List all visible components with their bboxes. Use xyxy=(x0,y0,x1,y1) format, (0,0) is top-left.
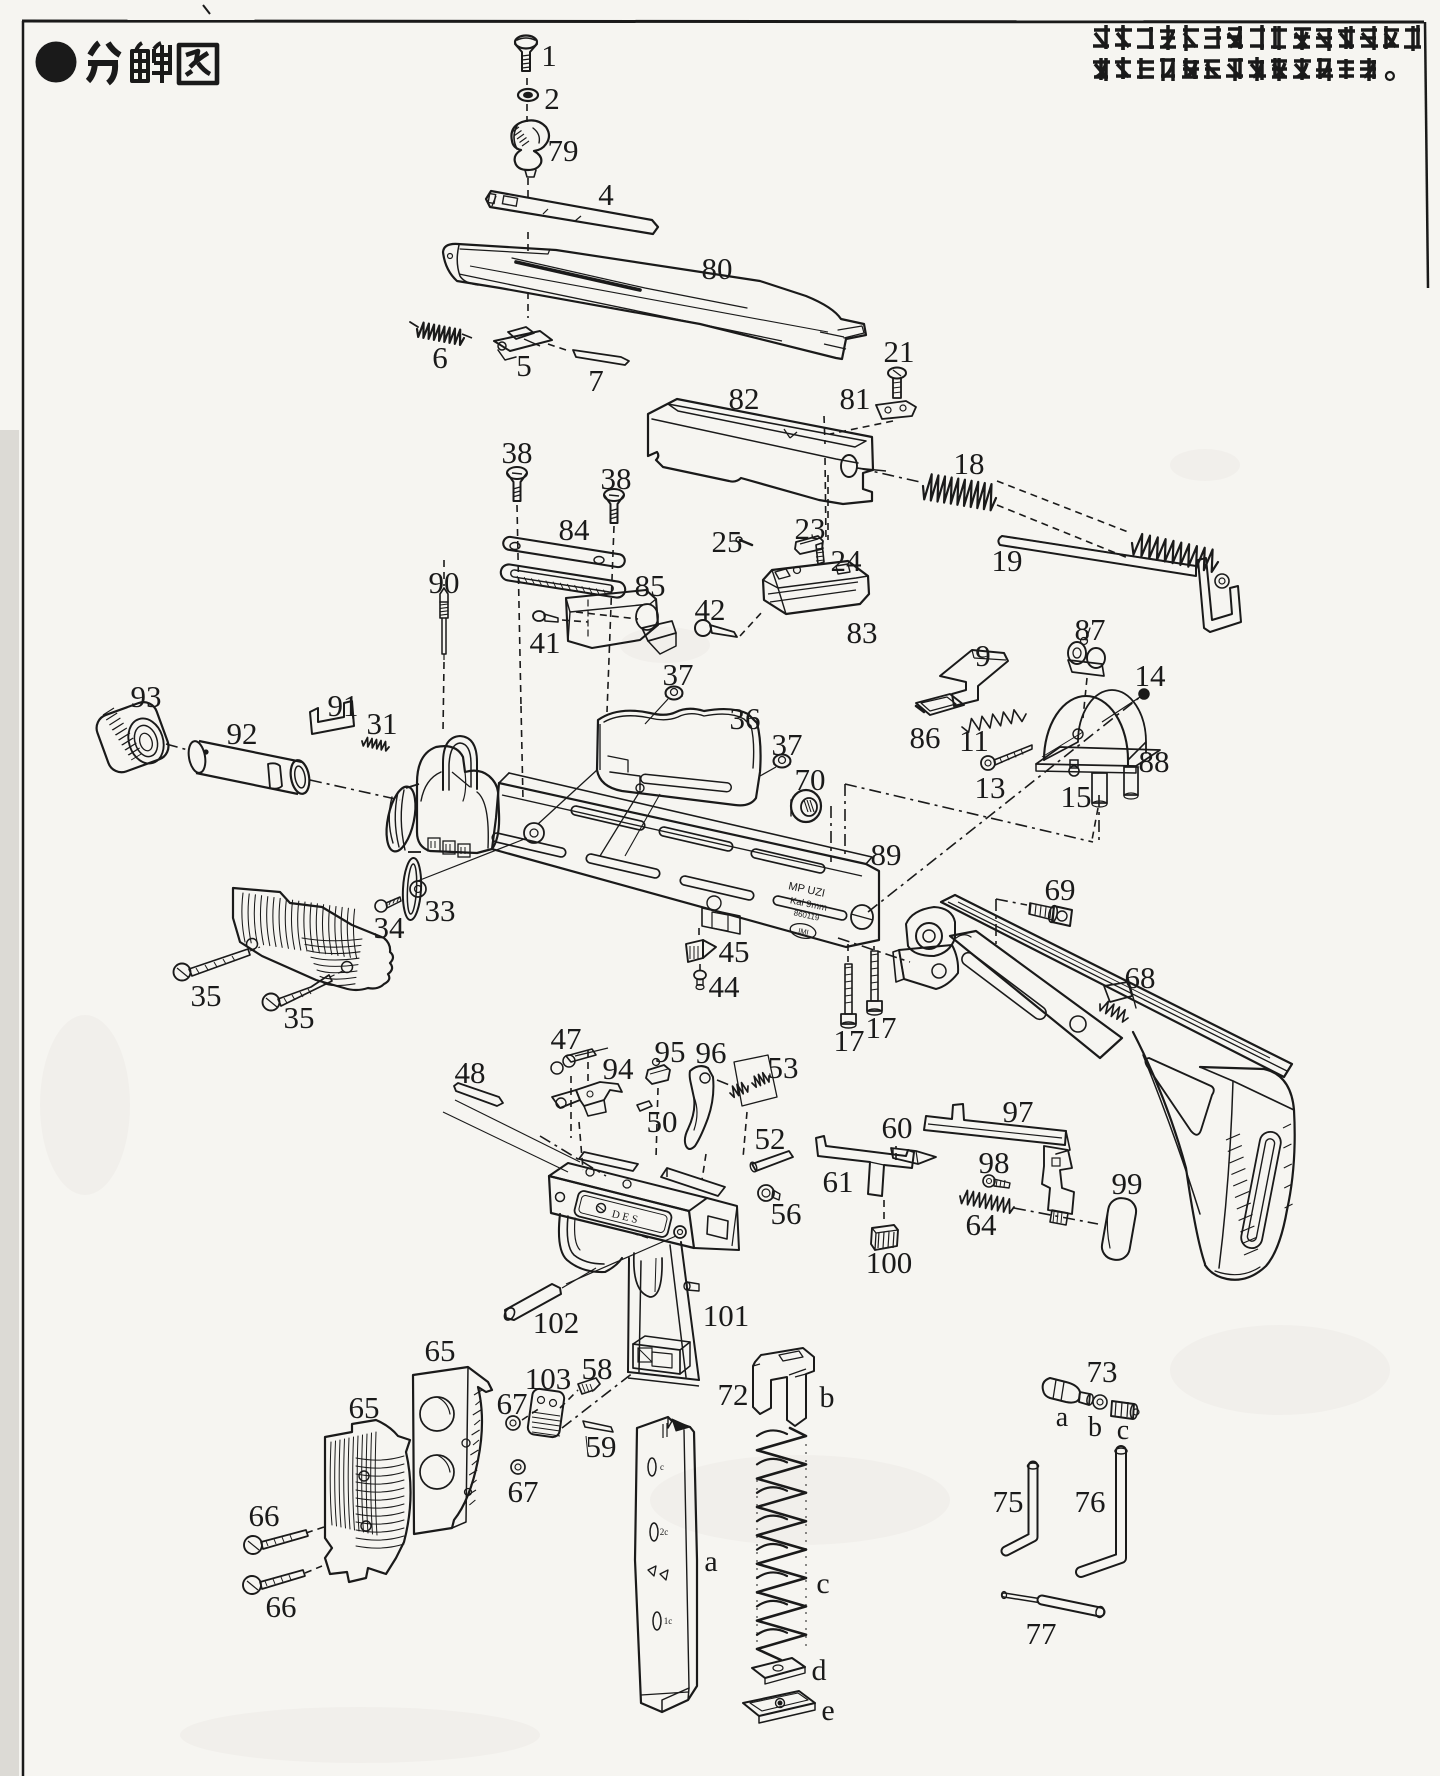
svg-text:94: 94 xyxy=(603,1051,635,1086)
svg-text:33: 33 xyxy=(425,893,456,928)
svg-text:35: 35 xyxy=(284,1000,315,1035)
svg-text:37: 37 xyxy=(663,657,694,692)
svg-text:d: d xyxy=(812,1654,827,1687)
svg-text:48: 48 xyxy=(455,1055,486,1090)
svg-text:7: 7 xyxy=(588,363,604,398)
svg-text:2: 2 xyxy=(544,81,560,116)
svg-text:5: 5 xyxy=(516,348,532,383)
svg-text:2c: 2c xyxy=(660,1527,669,1537)
svg-text:6: 6 xyxy=(432,340,448,375)
svg-text:98: 98 xyxy=(979,1145,1010,1180)
svg-text:56: 56 xyxy=(771,1196,802,1231)
svg-text:79: 79 xyxy=(548,133,579,168)
svg-text:70: 70 xyxy=(795,762,826,797)
svg-text:42: 42 xyxy=(695,592,726,627)
svg-text:21: 21 xyxy=(884,334,915,369)
svg-text:41: 41 xyxy=(530,625,561,660)
svg-text:9: 9 xyxy=(975,638,991,673)
svg-text:66: 66 xyxy=(249,1498,280,1533)
svg-text:100: 100 xyxy=(866,1245,913,1280)
svg-text:68: 68 xyxy=(1125,960,1156,995)
svg-text:69: 69 xyxy=(1045,872,1076,907)
svg-text:52: 52 xyxy=(755,1121,786,1156)
svg-text:1: 1 xyxy=(541,38,557,73)
svg-text:35: 35 xyxy=(191,978,222,1013)
svg-text:90: 90 xyxy=(429,565,460,600)
svg-text:92: 92 xyxy=(227,716,258,751)
svg-text:19: 19 xyxy=(992,543,1023,578)
svg-text:50: 50 xyxy=(647,1104,678,1139)
svg-text:53: 53 xyxy=(768,1050,799,1085)
svg-text:13: 13 xyxy=(975,770,1006,805)
svg-text:1c: 1c xyxy=(664,1616,673,1626)
svg-text:96: 96 xyxy=(696,1035,727,1070)
svg-text:80: 80 xyxy=(702,251,733,286)
svg-text:93: 93 xyxy=(131,679,162,714)
svg-text:61: 61 xyxy=(823,1164,854,1199)
svg-text:44: 44 xyxy=(709,969,741,1004)
svg-text:36: 36 xyxy=(730,701,761,736)
svg-text:a: a xyxy=(1056,1402,1069,1433)
svg-text:66: 66 xyxy=(266,1589,297,1624)
svg-text:45: 45 xyxy=(719,934,750,969)
svg-text:37: 37 xyxy=(772,727,803,762)
svg-text:67: 67 xyxy=(508,1474,539,1509)
svg-text:59: 59 xyxy=(586,1429,617,1464)
svg-text:c: c xyxy=(1117,1415,1129,1446)
svg-text:17: 17 xyxy=(834,1023,865,1058)
svg-text:102: 102 xyxy=(533,1305,580,1340)
svg-text:15: 15 xyxy=(1061,779,1092,814)
svg-text:38: 38 xyxy=(502,435,533,470)
svg-text:a: a xyxy=(704,1545,717,1578)
svg-text:99: 99 xyxy=(1112,1166,1143,1201)
svg-text:81: 81 xyxy=(840,381,871,416)
svg-text:e: e xyxy=(821,1694,834,1727)
svg-text:64: 64 xyxy=(966,1207,998,1242)
svg-text:38: 38 xyxy=(601,461,632,496)
svg-text:c: c xyxy=(816,1567,829,1600)
svg-text:77: 77 xyxy=(1026,1616,1057,1651)
svg-text:4: 4 xyxy=(598,177,614,212)
svg-text:60: 60 xyxy=(882,1110,913,1145)
svg-text:c: c xyxy=(660,1462,664,1472)
svg-text:97: 97 xyxy=(1003,1094,1034,1129)
svg-text:89: 89 xyxy=(871,837,902,872)
svg-text:72: 72 xyxy=(718,1377,749,1412)
svg-text:76: 76 xyxy=(1075,1484,1106,1519)
svg-text:47: 47 xyxy=(551,1021,582,1056)
svg-text:b: b xyxy=(1088,1412,1102,1443)
svg-text:85: 85 xyxy=(635,568,666,603)
svg-text:17: 17 xyxy=(866,1010,897,1045)
svg-text:86: 86 xyxy=(910,720,941,755)
svg-text:82: 82 xyxy=(729,381,760,416)
svg-text:65: 65 xyxy=(425,1333,456,1368)
svg-text:75: 75 xyxy=(993,1484,1024,1519)
svg-text:101: 101 xyxy=(703,1298,750,1333)
svg-text:14: 14 xyxy=(1135,658,1167,693)
svg-text:83: 83 xyxy=(847,615,878,650)
svg-text:IMI: IMI xyxy=(797,926,809,937)
svg-text:18: 18 xyxy=(954,446,985,481)
svg-text:31: 31 xyxy=(367,706,398,741)
svg-text:73: 73 xyxy=(1087,1354,1118,1389)
svg-text:34: 34 xyxy=(374,910,406,945)
svg-text:84: 84 xyxy=(559,512,591,547)
svg-text:b: b xyxy=(820,1381,835,1414)
